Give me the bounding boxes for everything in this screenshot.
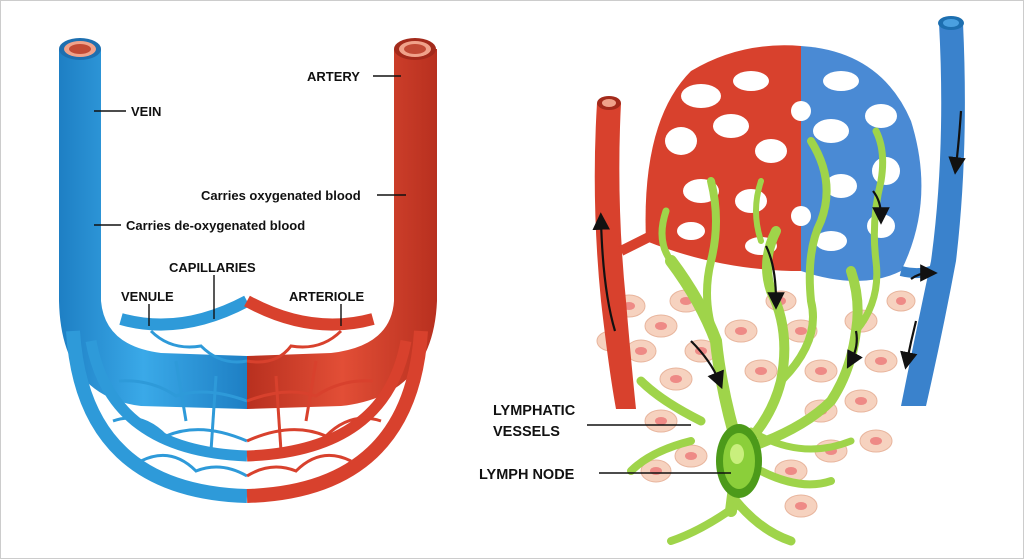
capillary-network xyxy=(112,329,382,478)
small-vein xyxy=(901,23,965,406)
capillary-bed xyxy=(645,45,922,281)
capillaries-label: CAPILLARIES xyxy=(169,260,256,275)
oxygenated-label: Carries oxygenated blood xyxy=(201,188,361,203)
lymphatic-vessels-label-line2: VESSELS xyxy=(493,424,560,440)
small-artery xyxy=(594,103,636,409)
artery-tube xyxy=(247,49,437,409)
vein-label: VEIN xyxy=(131,104,161,119)
venule-label: VENULE xyxy=(121,289,174,304)
flow-arrows xyxy=(592,110,966,390)
arteriole-label: ARTERIOLE xyxy=(289,289,364,304)
vessel-u-diagram: VEIN Carries de-oxygenated blood ARTERY … xyxy=(59,38,437,503)
lymphatic-vessels xyxy=(627,127,887,546)
artery-label: ARTERY xyxy=(307,69,360,84)
venule xyxy=(119,295,250,331)
lymphatic-vessels-label-line1: LYMPHATIC xyxy=(493,403,576,419)
lymph-node xyxy=(716,424,762,498)
lymph-node-label: LYMPH NODE xyxy=(479,467,575,483)
deoxygenated-label: Carries de-oxygenated blood xyxy=(126,218,305,233)
vein-tube xyxy=(59,49,247,409)
arteriole xyxy=(244,295,375,331)
lymphatic-diagram: LYMPHATIC VESSELS LYMPH NODE xyxy=(479,16,966,546)
